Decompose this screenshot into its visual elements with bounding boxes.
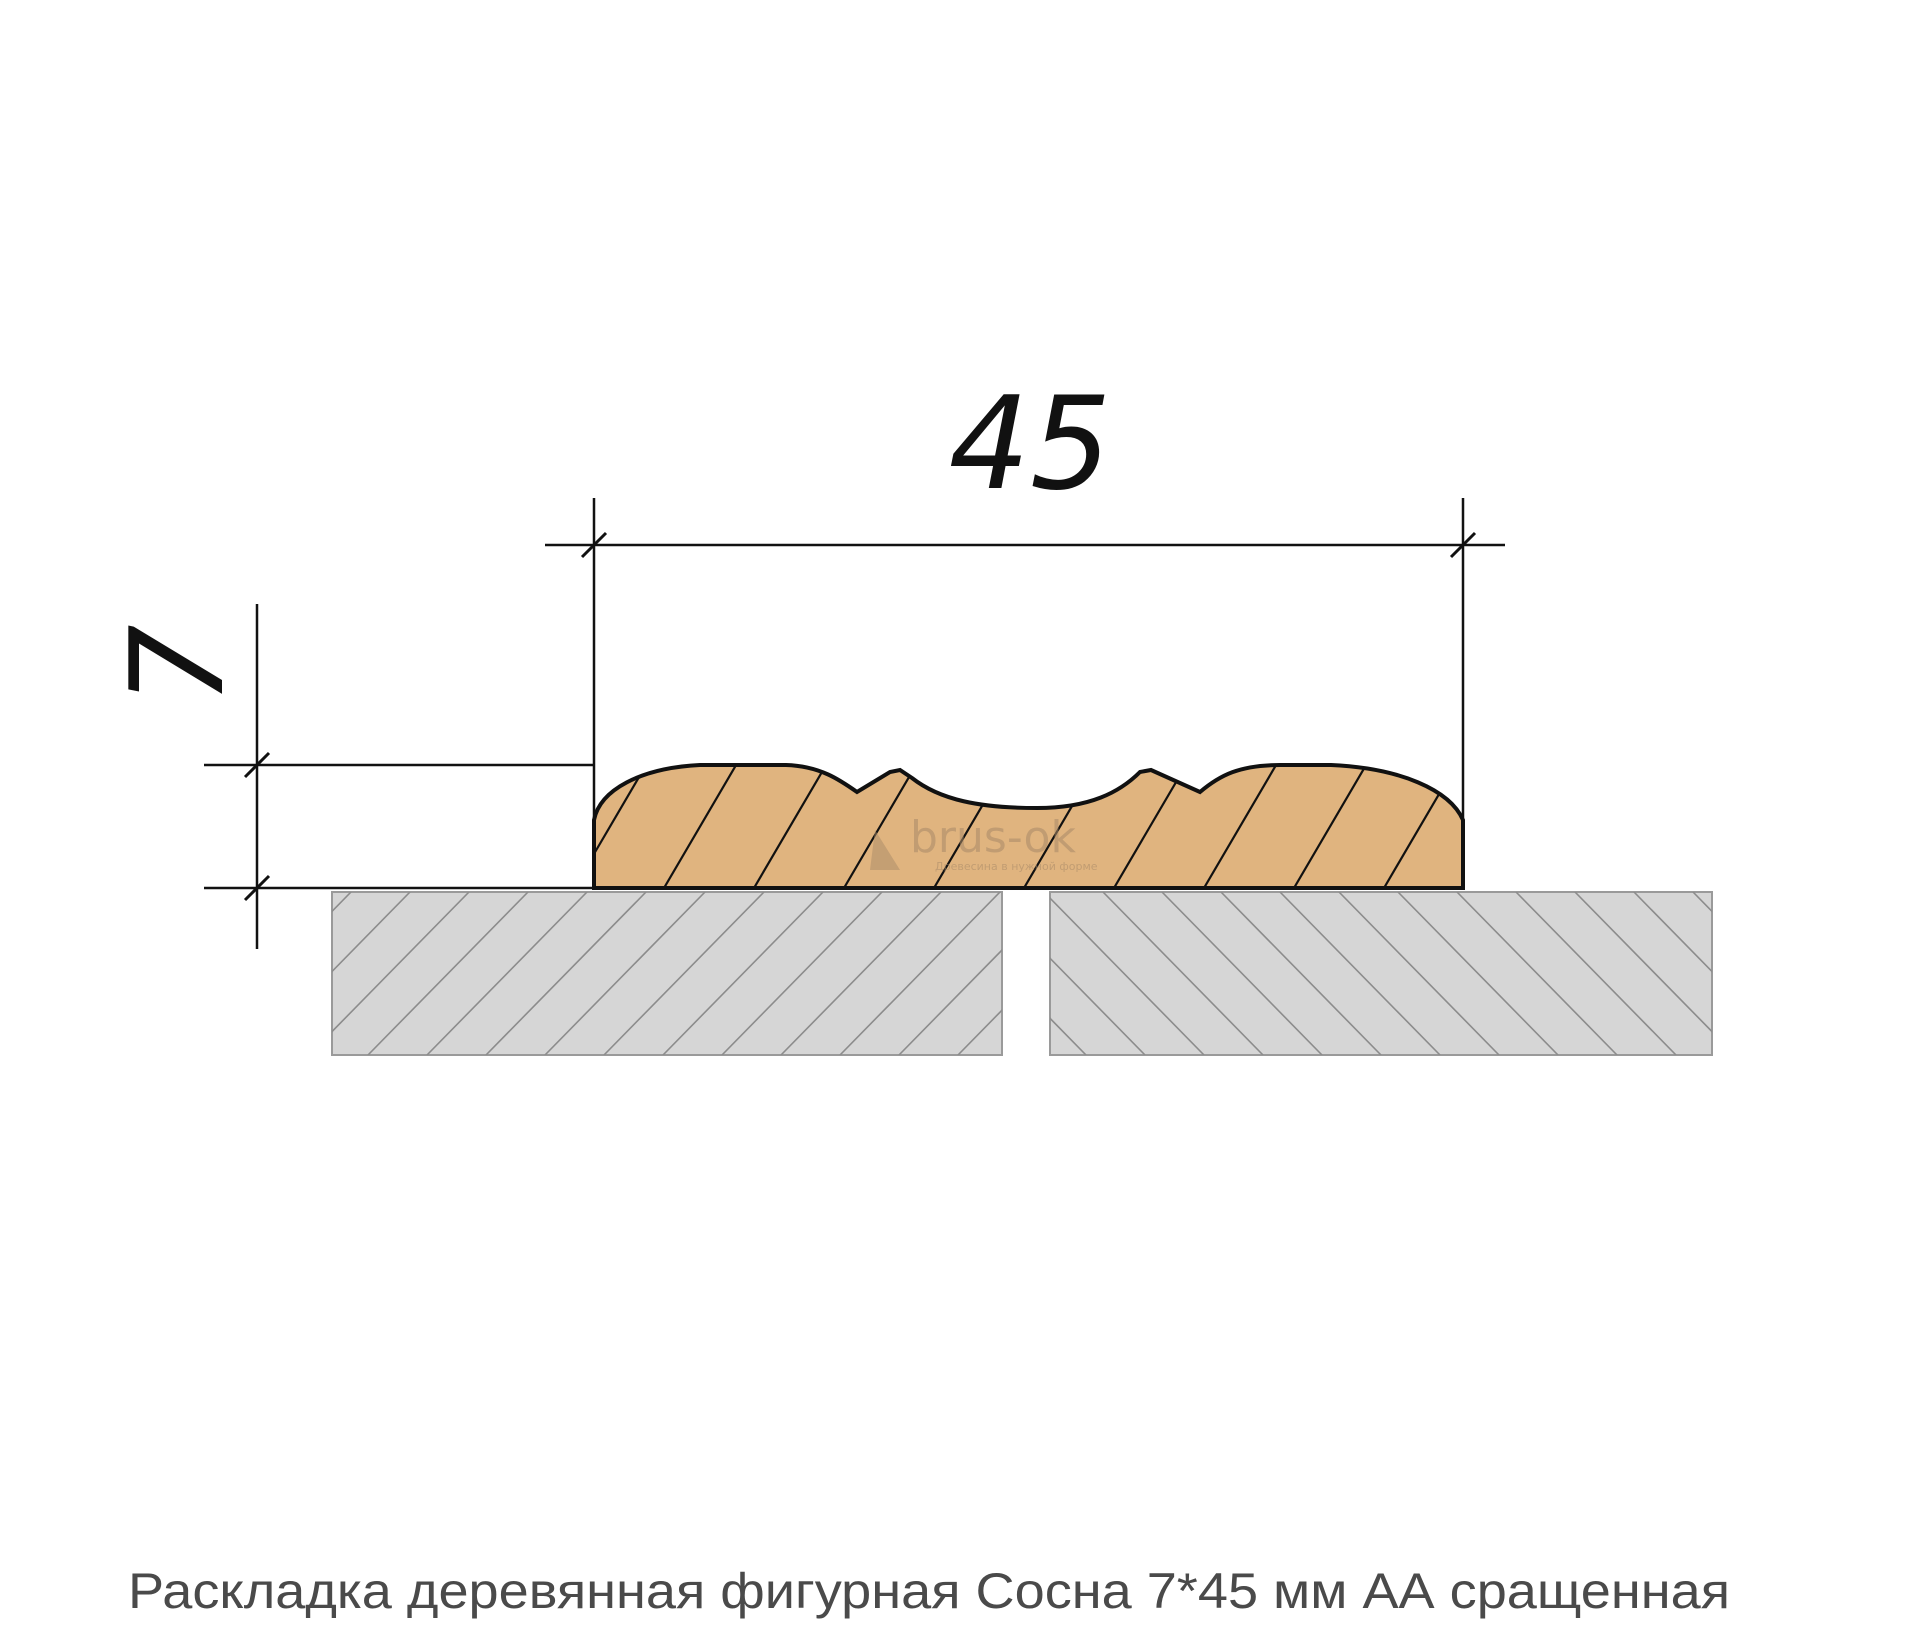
- right-floor-board: [1049, 891, 1713, 1056]
- tick-mark: [580, 531, 608, 559]
- hatch-line: [1633, 892, 1712, 973]
- hatch-line: [1338, 892, 1500, 1055]
- hatch-line: [1050, 1017, 1087, 1055]
- hatch-line: [132, 892, 292, 1055]
- watermark-tagline: Древесина в нужной форме: [935, 860, 1098, 873]
- hatch-line: [1456, 892, 1618, 1055]
- hatch-line: [1564, 760, 1639, 888]
- hatch-line: [485, 892, 647, 1055]
- hatch-line: [1203, 765, 1280, 888]
- watermark-logo: brus-ok Древесина в нужной форме: [870, 812, 1098, 873]
- hatch-line: [332, 892, 411, 973]
- left-floor-board: [132, 891, 1003, 1056]
- tick-mark: [243, 751, 271, 779]
- width-dimension-label: 45: [949, 370, 1112, 519]
- hatch-line: [1654, 760, 1729, 888]
- hatch-line: [1474, 760, 1549, 888]
- hatch-line: [1515, 892, 1677, 1055]
- tick-mark: [243, 874, 271, 902]
- wood-grain-hatching: [394, 760, 1729, 888]
- height-dimension: [204, 604, 594, 949]
- hatch-line: [662, 892, 824, 1055]
- height-dimension-label: 7: [104, 624, 253, 705]
- hatch-line: [753, 765, 830, 888]
- hatch-line: [1574, 892, 1712, 1033]
- watermark-icon: [870, 830, 900, 870]
- hatch-line: [780, 892, 942, 1055]
- board-hatching: [132, 892, 1002, 1055]
- hatch-line: [1279, 892, 1441, 1055]
- hatch-line: [839, 892, 1001, 1055]
- hatch-line: [1692, 892, 1712, 913]
- hatch-line: [1050, 957, 1146, 1055]
- hatch-line: [544, 892, 706, 1055]
- hatch-line: [843, 765, 920, 888]
- hatch-line: [603, 892, 765, 1055]
- hatch-line: [426, 892, 588, 1055]
- hatch-line: [1293, 765, 1370, 888]
- hatch-line: [1102, 892, 1264, 1055]
- hatch-line: [332, 892, 470, 1033]
- wood-profile: brus-ok Древесина в нужной форме: [394, 760, 1729, 890]
- hatch-line: [663, 765, 740, 888]
- hatch-line: [957, 1009, 1002, 1055]
- hatch-line: [721, 892, 883, 1055]
- board-hatching: [1050, 892, 1712, 1055]
- hatch-line: [367, 892, 529, 1055]
- hatch-line: [1161, 892, 1323, 1055]
- hatch-line: [898, 948, 1002, 1055]
- hatch-line: [1050, 896, 1205, 1055]
- product-caption: Раскладка деревянная фигурная Сосна 7*45…: [128, 1563, 1730, 1619]
- tick-mark: [1449, 531, 1477, 559]
- hatch-line: [332, 892, 352, 913]
- hatch-line: [1397, 892, 1559, 1055]
- width-dimension: [545, 498, 1505, 888]
- hatch-line: [594, 765, 650, 888]
- watermark-brand: brus-ok: [910, 812, 1076, 863]
- hatch-line: [1220, 892, 1382, 1055]
- hatch-line: [394, 760, 469, 888]
- hatch-line: [484, 760, 559, 888]
